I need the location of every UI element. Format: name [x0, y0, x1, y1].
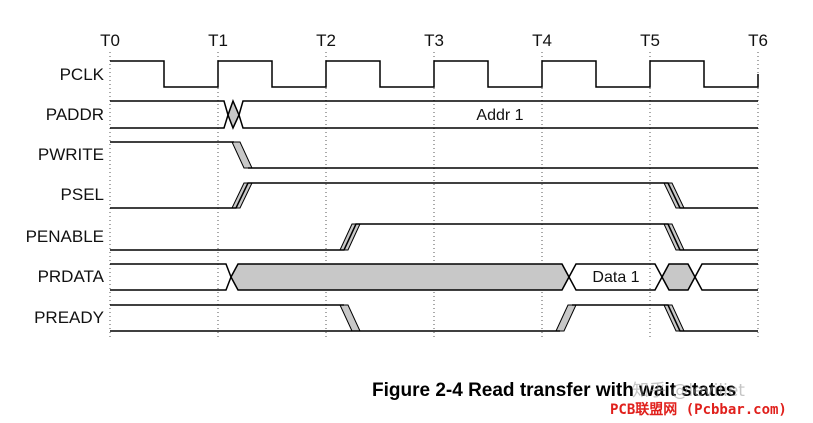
watermark-site: PCB联盟网 (Pcbbar.com): [610, 402, 787, 418]
time-marker-t5: T5: [640, 31, 660, 50]
pready-waveform: [110, 304, 758, 332]
paddr-waveform: Addr 1: [110, 98, 758, 130]
prdata-bus-value: Data 1: [592, 269, 639, 286]
time-marker-t0: T0: [100, 31, 120, 50]
prdata-waveform: Data 1: [110, 263, 758, 291]
pready-low-shade: [339, 304, 361, 332]
pclk-waveform: [110, 60, 759, 88]
time-gridlines: [109, 52, 759, 340]
prdata-invalid-shade: [230, 263, 570, 291]
watermark-zhihu: 知乎 @leviliet: [632, 381, 745, 401]
signal-label-pready: PREADY: [34, 308, 104, 327]
time-marker-t4: T4: [532, 31, 552, 50]
psel-waveform: [110, 182, 758, 209]
signal-label-pwrite: PWRITE: [38, 145, 104, 164]
paddr-high-line: [110, 100, 758, 130]
signal-label-pclk: PCLK: [60, 65, 105, 84]
time-markers: T0 T1 T2 T3 T4 T5 T6: [100, 31, 768, 50]
signal-label-prdata: PRDATA: [38, 267, 105, 286]
penable-line: [110, 223, 758, 251]
signal-label-psel: PSEL: [61, 185, 104, 204]
prdata-high-line: [110, 263, 758, 279]
time-marker-t3: T3: [424, 31, 444, 50]
time-marker-t6: T6: [748, 31, 768, 50]
pwrite-transition-shade: [231, 141, 253, 169]
psel-line: [110, 182, 758, 209]
pwrite-waveform: [110, 141, 758, 169]
time-marker-t2: T2: [316, 31, 336, 50]
pready-high-line: [572, 304, 758, 332]
signal-label-penable: PENABLE: [26, 227, 104, 246]
prdata-low-line: [110, 275, 758, 291]
time-marker-t1: T1: [208, 31, 228, 50]
paddr-bus-value: Addr 1: [476, 107, 523, 124]
paddr-transition-shade: [227, 99, 240, 130]
figure-caption: Figure 2-4 Read transfer with wait state…: [372, 380, 737, 401]
signal-labels: PCLK PADDR PWRITE PSEL PENABLE PRDATA PR…: [26, 65, 105, 327]
pready-rise-shade: [555, 304, 577, 332]
penable-waveform: [110, 223, 758, 251]
signal-label-paddr: PADDR: [46, 105, 104, 124]
paddr-low-line: [110, 98, 758, 129]
